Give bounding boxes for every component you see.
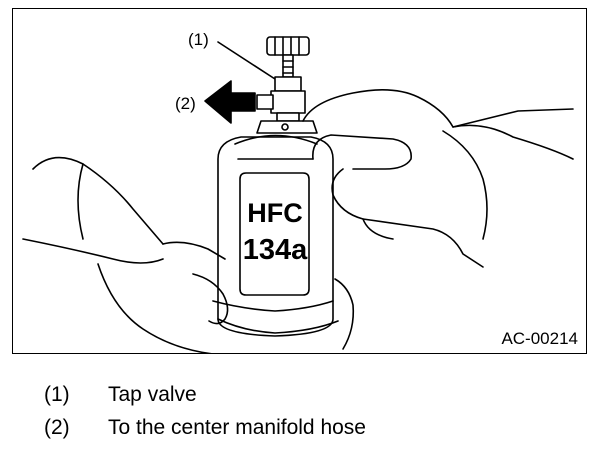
legend-item: (1) Tap valve <box>44 378 366 411</box>
callout-1-leader <box>217 41 276 80</box>
legend: (1) Tap valve (2) To the center manifold… <box>44 378 366 444</box>
legend-number: (2) <box>44 415 70 439</box>
legend-item: (2) To the center manifold hose <box>44 411 366 444</box>
tap-valve-icon <box>256 36 318 134</box>
hand-icon <box>22 156 355 353</box>
arrow-left-icon <box>204 80 256 124</box>
refrigerant-can-icon: HFC 134a <box>217 134 334 337</box>
legend-text: To the center manifold hose <box>108 415 366 439</box>
legend-text: Tap valve <box>108 382 197 406</box>
can-label-line-2: 134a <box>243 234 308 266</box>
callout-2: (2) <box>175 94 196 113</box>
can-label-line-1: HFC <box>247 198 303 228</box>
illustration: HFC 134a <box>22 36 574 353</box>
hand-icon <box>302 89 574 268</box>
illustration-frame: HFC 134a <box>12 8 587 354</box>
legend-number: (1) <box>44 382 70 406</box>
figure-id: AC-00214 <box>501 329 578 348</box>
callout-1: (1) <box>188 30 209 49</box>
